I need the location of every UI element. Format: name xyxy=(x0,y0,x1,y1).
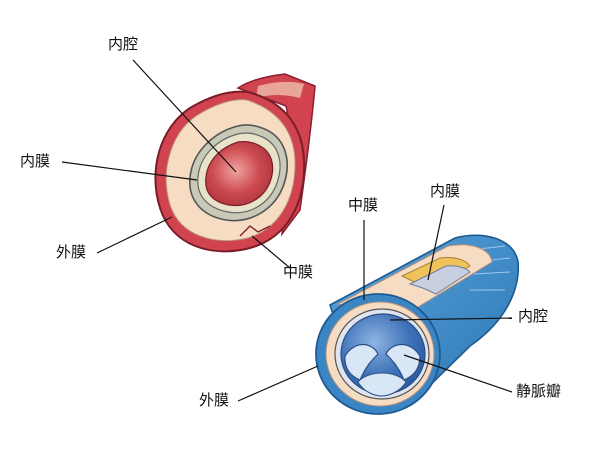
artery-media-leader xyxy=(251,235,291,269)
vein-intima-label: 内膜 xyxy=(430,182,461,200)
artery-lumen-leader xyxy=(132,59,237,173)
artery-adventitia-label: 外膜 xyxy=(56,243,87,261)
artery-wall-cut xyxy=(239,225,271,237)
vein-valve-label: 静脈瓣 xyxy=(516,382,562,400)
vein-valve-right xyxy=(385,343,421,381)
vein-adventitia-leader xyxy=(237,365,319,402)
vein-valve-bottom xyxy=(357,372,407,397)
artery-intima-leader xyxy=(61,161,198,181)
artery-lumen-label: 内腔 xyxy=(108,35,139,53)
artery-adventitia-leader xyxy=(96,216,173,254)
artery-cross-section xyxy=(154,73,316,253)
vein-leaders xyxy=(237,204,513,402)
artery-intima-label: 内膜 xyxy=(20,152,51,170)
artery-tube-highlight xyxy=(256,81,304,98)
vein-intima-band xyxy=(408,265,471,295)
vein-adventitia-label: 外膜 xyxy=(199,391,230,409)
vein-valve-leader xyxy=(403,354,513,393)
vein-valve-left xyxy=(344,343,379,381)
vein-media-label: 中膜 xyxy=(348,196,379,214)
artery-media-label: 中膜 xyxy=(283,263,314,281)
vein-lumen-leader xyxy=(389,317,513,321)
vein-intima-leader xyxy=(427,204,445,281)
vein-lumen-label: 内腔 xyxy=(518,307,549,325)
artery-leaders xyxy=(61,59,291,269)
vein-cross-section xyxy=(315,234,520,415)
